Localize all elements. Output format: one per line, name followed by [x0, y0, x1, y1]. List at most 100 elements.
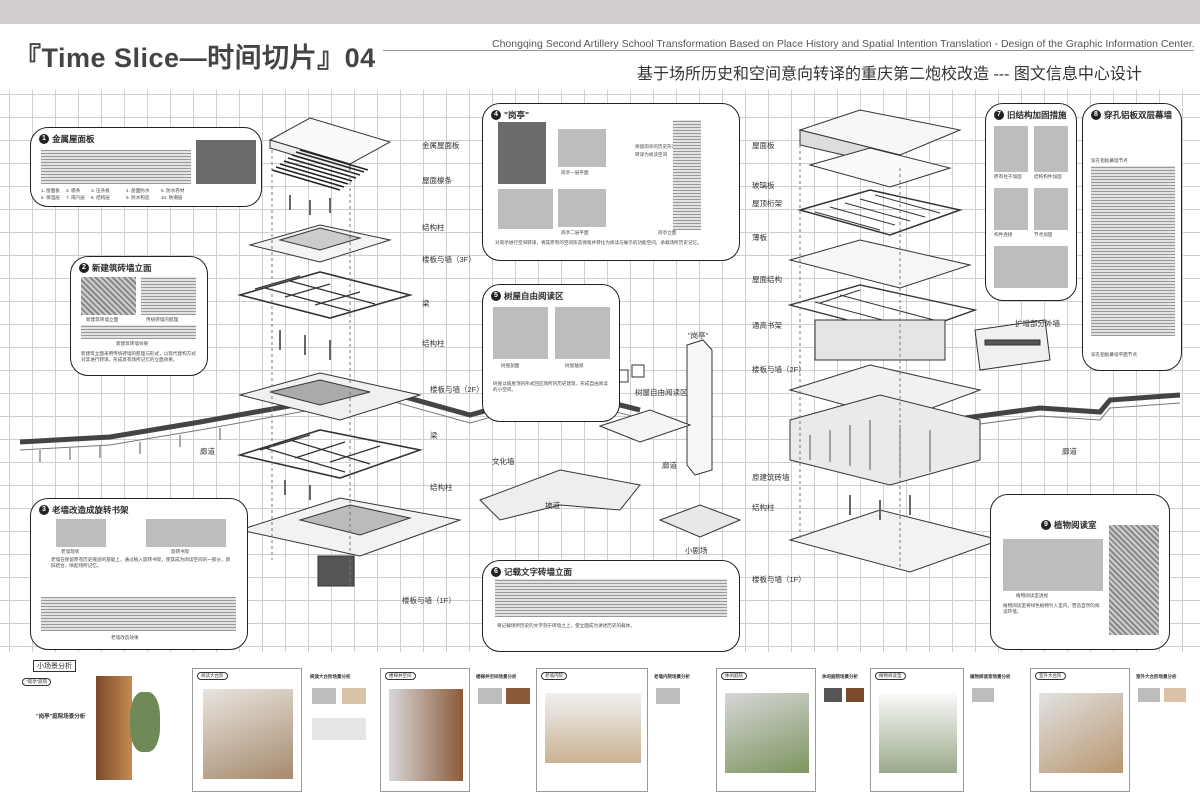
panel-title: 植物阅读室 — [1054, 520, 1097, 530]
thin-plate — [788, 239, 972, 289]
page-title: 『Time Slice—时间切片』04 — [14, 43, 376, 73]
label-roof-structure: 屋面结构 — [752, 275, 782, 284]
panel-number: 8 — [1091, 110, 1101, 120]
material-sample — [656, 688, 680, 704]
label-corridor-right: 廊道 — [1062, 447, 1077, 456]
legend-item: 6. 保温层 — [41, 195, 60, 200]
site-plan — [498, 189, 553, 229]
label-floor-1f: 楼板与墙（1F） — [402, 596, 456, 605]
scene-analysis-notes: 老墙内院场景分析 — [652, 668, 712, 792]
label-beam-lower: 梁 — [430, 431, 438, 440]
scene-render — [203, 689, 293, 779]
image-caption: 树屋剖面 — [501, 363, 520, 368]
panel-title: 新建筑砖墙立面 — [92, 263, 152, 273]
gatehouse-render — [96, 676, 132, 780]
bookshelf-elevation — [41, 597, 236, 631]
scene-card: 老墙内院 — [536, 668, 648, 792]
beam-grid-lower — [236, 429, 424, 479]
image-caption: 传统砖墙的肌理 — [146, 317, 179, 322]
panel-number: 6 — [491, 567, 501, 577]
material-sample — [1164, 688, 1186, 702]
annotation: 保留岗亭的历史形态 — [635, 144, 677, 149]
reinforcement-detail-2 — [1034, 126, 1068, 172]
roof-truss — [797, 189, 963, 236]
scene-card: 室外大台阶 — [1030, 668, 1130, 792]
label-column-right: 结构柱 — [752, 503, 775, 512]
material-sample — [312, 688, 336, 704]
panel-title: 金属屋面板 — [52, 134, 95, 144]
beam-grid-upper — [236, 271, 414, 319]
scene-tag: 阅读大台阶 — [197, 672, 228, 680]
material-sample — [478, 688, 502, 704]
annotation: 节点加固 — [1034, 232, 1053, 237]
scene-title: "岗亭"庭院场景分析 — [36, 714, 86, 720]
corridor-right — [949, 392, 1181, 423]
label-metal-roof: 金属屋面板 — [422, 141, 460, 150]
label-roof-panel: 屋面板 — [752, 141, 775, 150]
reinforcement-detail-4 — [1034, 188, 1068, 230]
scene-title: 植物阅读室场景分析 — [970, 674, 1011, 679]
label-ramp: 坡道 — [545, 501, 560, 510]
panel-title: 记载文字砖墙立面 — [504, 567, 573, 577]
label-floor-2f-right: 楼板与墙（2F） — [752, 365, 806, 374]
roof-purlins-left — [271, 149, 369, 191]
panel-number: 7 — [994, 110, 1004, 120]
image-caption: 岗亭立面 — [658, 230, 677, 235]
legend-item: 3. 压条板 — [91, 188, 110, 193]
scene-card: 楼梯井空间 — [380, 668, 470, 792]
material-sample — [846, 688, 864, 702]
scene-card: 阅读大台阶 — [192, 668, 302, 792]
curtain-wall-detail — [1091, 166, 1175, 336]
scene-render — [725, 693, 809, 773]
material-sample — [1138, 688, 1160, 702]
top-band — [0, 0, 1200, 24]
label-corridor-left: 廊道 — [200, 447, 215, 456]
title-bar — [0, 24, 1200, 88]
scene-render — [545, 693, 641, 763]
brick-texture-image — [81, 277, 136, 315]
old-wall-drawing — [56, 519, 106, 547]
image-caption: 穿孔铝板幕墙平面节点 — [1091, 352, 1137, 357]
panel-title: 穿孔铝板双层幕墙 — [1104, 110, 1173, 120]
gatehouse-elevation — [673, 120, 701, 230]
image-caption: 旋转书架 — [171, 549, 190, 554]
image-caption: 岗亭二层平面 — [561, 230, 589, 235]
scene-tag: "岗亭"庭院 — [22, 678, 52, 686]
full-height-shelves — [814, 319, 946, 361]
scene-title: 阅读大台阶场景分析 — [310, 674, 351, 679]
bookshelf-drawing — [146, 519, 226, 547]
reinforcement-detail-1 — [994, 126, 1028, 172]
label-original-brick: 原建筑砖墙 — [752, 473, 790, 482]
legend-item: 8. 结构层 — [91, 195, 110, 200]
brick-wall-right — [789, 394, 981, 486]
text-brick-elevation — [495, 579, 727, 617]
panel-description: 将记载场所历史的文字刻于砖墙之上，使立面成为讲述历史的载体。 — [497, 623, 635, 628]
material-sample — [342, 688, 366, 704]
label-floor-2f: 楼板与墙（2F） — [430, 385, 484, 394]
legend-item: 1. 屋面板 — [41, 188, 60, 193]
roof-left — [268, 117, 392, 165]
label-floor-3f: 楼板与墙（3F） — [422, 255, 476, 264]
roof-detail-image — [41, 150, 191, 184]
gatehouse-plan-2f — [558, 189, 606, 227]
scene-title: 休闲庭院场景分析 — [822, 674, 858, 679]
label-roof-truss: 屋顶桁架 — [752, 199, 782, 208]
label-small-theater: 小剧场 — [685, 546, 708, 555]
glass-panel — [808, 147, 952, 188]
scene-tag: 楼梯井空间 — [385, 672, 416, 680]
panel-number: 5 — [491, 291, 501, 301]
annotation: 转译为阅读空间 — [635, 152, 668, 157]
material-sample — [972, 688, 994, 702]
panel-number: 1 — [39, 134, 49, 144]
scene-analysis-notes: 楼梯井空间场景分析 — [474, 668, 534, 792]
floor1-right — [788, 509, 1002, 573]
panel-title: "岗亭" — [504, 110, 530, 120]
label-thin-plate: 薄板 — [752, 233, 767, 242]
panel-gatehouse: 4"岗亭" 岗亭一层平面 岗亭二层平面 保留岗亭的历史形态 转译为阅读空间 岗亭… — [482, 103, 740, 261]
